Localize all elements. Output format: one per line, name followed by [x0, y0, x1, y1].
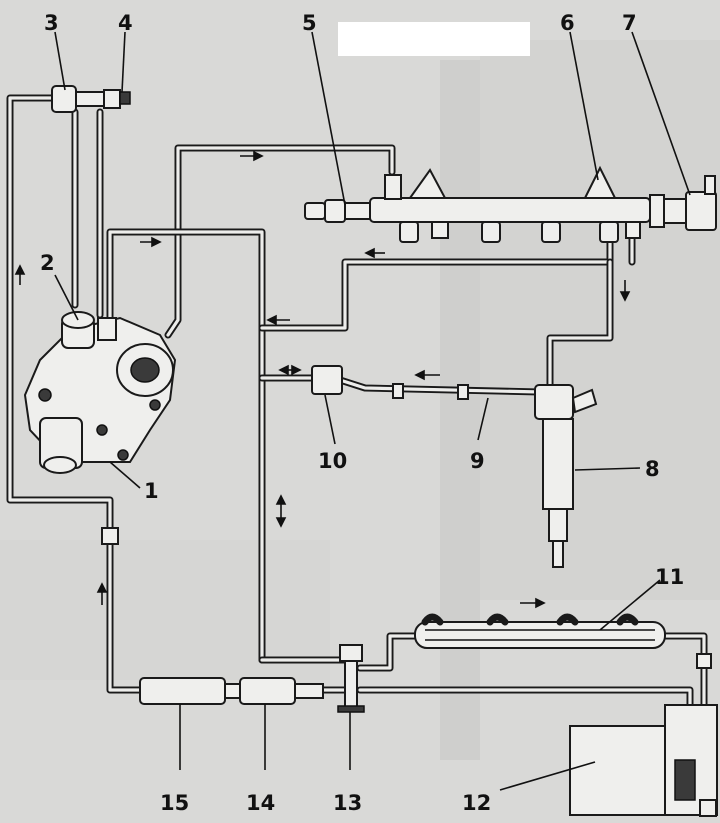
- connector-return: [696, 653, 712, 669]
- leader-lines: [54, 31, 691, 791]
- connector-9a: [392, 383, 404, 399]
- pipe-network: [6, 94, 708, 744]
- fuel-cooler: [414, 613, 666, 649]
- callout-9: 9: [470, 449, 485, 473]
- leader-2: [54, 274, 79, 321]
- callout-8: 8: [645, 457, 660, 481]
- leader-7: [631, 31, 691, 196]
- high-pressure-pipe: [164, 144, 396, 339]
- leader-5: [311, 31, 346, 206]
- callout-2: 2: [40, 251, 55, 275]
- callout-1: 1: [144, 479, 159, 503]
- leader-8: [574, 467, 641, 471]
- leader-1: [109, 461, 141, 489]
- callout-5: 5: [302, 11, 317, 35]
- connector-4: [103, 89, 131, 109]
- leader-6: [569, 31, 599, 181]
- callout-6: 6: [560, 11, 575, 35]
- redaction-box: [338, 22, 530, 56]
- callout-7: 7: [622, 11, 637, 35]
- leader-10: [324, 394, 336, 445]
- callout-13: 13: [333, 791, 362, 815]
- callout-14: 14: [246, 791, 275, 815]
- callout-3: 3: [44, 11, 59, 35]
- pressure-valve-3: [51, 85, 105, 113]
- filter-15: [139, 677, 241, 705]
- common-rail: [304, 165, 717, 243]
- callout-labels: 3 4 5 6 7 2 1 8 10 9 11 12 13 14 15: [40, 11, 684, 815]
- background-shading: [0, 40, 720, 760]
- callout-15: 15: [160, 791, 189, 815]
- pipe-tank-to-filter: [356, 686, 694, 734]
- leader-9: [477, 397, 489, 441]
- callout-4: 4: [118, 11, 133, 35]
- valve-13: [337, 644, 365, 713]
- callout-12: 12: [462, 791, 491, 815]
- filter-14: [239, 677, 324, 705]
- leader-4: [121, 31, 126, 93]
- high-pressure-pump: [23, 311, 177, 474]
- flow-arrows: [14, 150, 631, 609]
- leader-11: [599, 579, 661, 631]
- connector-9b: [457, 384, 469, 400]
- injector: [534, 384, 598, 568]
- callout-11: 11: [655, 565, 684, 589]
- leader-3: [54, 31, 66, 91]
- fuel-tank: [569, 704, 718, 817]
- callout-10: 10: [318, 449, 347, 473]
- connector-supply: [101, 527, 119, 545]
- valve-10: [311, 365, 343, 395]
- leader-12: [499, 761, 596, 791]
